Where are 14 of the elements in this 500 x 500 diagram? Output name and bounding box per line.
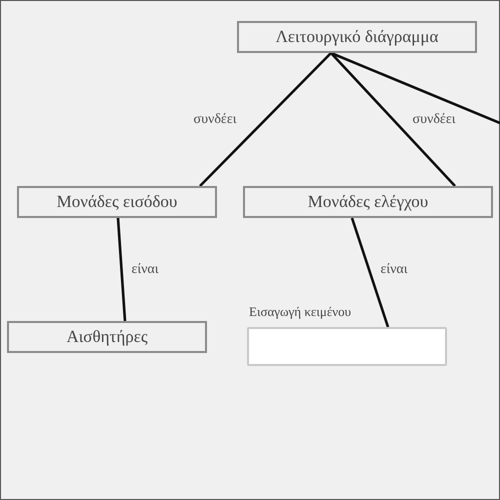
connector-line	[199, 52, 332, 187]
concept-box	[7, 321, 207, 353]
node-label: Λειτουργικό διάγραμμα	[276, 27, 438, 47]
field-label: Εισαγωγή κειμένου	[249, 304, 352, 320]
node-label: Μονάδες εισόδου	[56, 192, 178, 212]
connector-line	[330, 52, 456, 187]
connector-line	[350, 218, 390, 328]
concept-box	[17, 186, 217, 218]
node-label: Αισθητήρες	[66, 327, 148, 347]
concept-box	[243, 186, 493, 218]
connector-line	[116, 218, 126, 322]
node-label: Μονάδες ελέγχου	[308, 192, 428, 212]
concept-box	[237, 21, 477, 53]
connector-line	[330, 52, 500, 124]
